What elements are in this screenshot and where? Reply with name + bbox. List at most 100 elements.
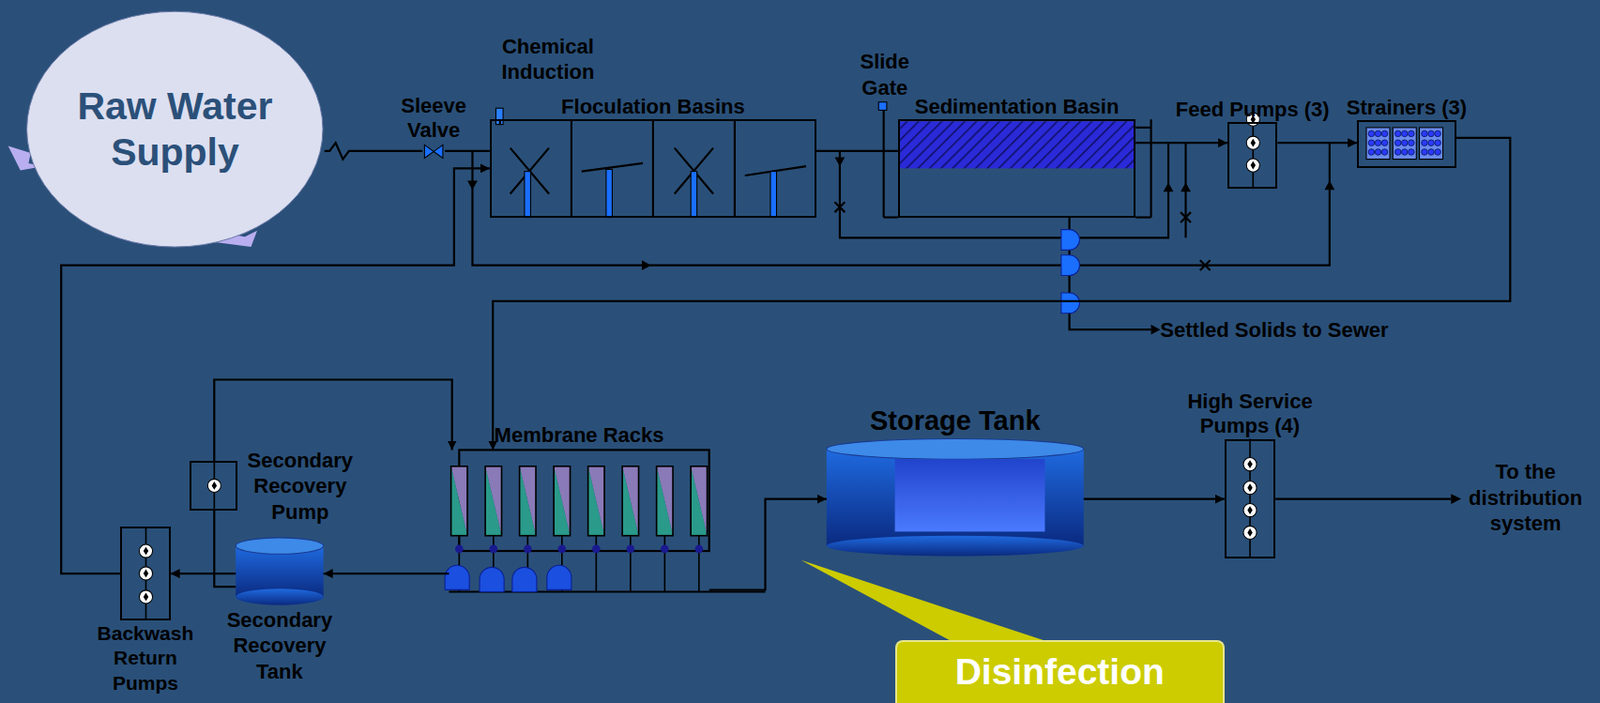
recovery-tank-cylinder (235, 588, 324, 605)
pipe-connector (1135, 141, 1228, 144)
callout-box: Disinfection (895, 640, 1225, 703)
membrane-cartridges (656, 466, 673, 536)
pipe-connector (323, 572, 450, 575)
flow-arrowheads (641, 259, 652, 271)
storage-tank-cylinder (826, 448, 1084, 546)
membrane-cartridges (625, 545, 635, 554)
node-label: Membrane Racks (494, 423, 665, 448)
pump-shafts (1251, 121, 1254, 189)
strainer-box: Strainers (3) (1356, 120, 1456, 168)
strainer-baskets (1428, 139, 1435, 147)
pump-symbols (138, 112, 1260, 604)
membrane-cartridges (698, 535, 701, 593)
strainer-baskets (1408, 130, 1416, 138)
pipe-connector (492, 137, 1510, 451)
strainer-baskets (1392, 127, 1417, 160)
floc-mixers (652, 119, 655, 217)
callout-pointer (801, 560, 1052, 643)
plant-label: To the distribution system (1460, 458, 1592, 537)
pump-symbols (212, 481, 217, 490)
pipe-crossings (1061, 292, 1081, 314)
pump-symbols (138, 544, 153, 558)
node-label: Sleeve Valve (391, 93, 476, 144)
chemical-injector (495, 107, 503, 124)
pipe-connector (816, 150, 899, 153)
plant-label: Settled Solids to Sewer (1159, 317, 1388, 344)
bypass-pipes (834, 201, 845, 213)
flow-arrowheads (834, 156, 845, 167)
storage-tank-cylinder (826, 438, 1084, 459)
strainer-baskets (1434, 149, 1442, 156)
basin-box: Sedimentation Basin (898, 119, 1136, 217)
flow-arrowheads (467, 156, 1335, 335)
pump-shafts (1249, 438, 1251, 558)
pump-symbols (207, 478, 221, 492)
membrane-cartridges (485, 466, 502, 536)
membrane-cartridges (451, 466, 468, 536)
pump-box: High Service Pumps (4) (1224, 439, 1276, 559)
floc-mixers (570, 119, 573, 217)
distribution-arrow (1275, 493, 1462, 504)
rack-pumps (444, 564, 572, 592)
membrane-cartridges (519, 466, 536, 536)
strainer-baskets (1428, 130, 1435, 138)
membrane-cartridges (664, 535, 667, 593)
flow-arrowheads (1163, 182, 1174, 193)
rack-pumps (547, 564, 572, 590)
pump-symbols (1247, 459, 1252, 469)
bypass-pipes (1069, 217, 1152, 331)
node-label: Disinfection (897, 650, 1223, 695)
membrane-cartridges (451, 466, 468, 536)
node-label: Sedimentation Basin (914, 94, 1120, 120)
node-label: Secondary Recovery Pump (241, 446, 359, 525)
membrane-cartridges (485, 466, 502, 536)
membrane-cartridges (455, 545, 464, 554)
bypass-pipes (1180, 212, 1191, 223)
floc-mixers (690, 171, 698, 218)
distribution-arrow (1450, 493, 1462, 504)
slide-gate (1149, 119, 1152, 217)
strainer-baskets (1401, 149, 1409, 156)
node-label: Strainers (3) (1346, 95, 1467, 121)
slide-gate (1135, 215, 1151, 218)
membrane-cartridges (690, 466, 707, 536)
membrane-cartridges (629, 535, 632, 593)
strainer-baskets (1374, 149, 1382, 156)
membrane-cartridges (622, 466, 639, 536)
pump-symbols (1247, 528, 1252, 537)
strainer-baskets (1368, 149, 1375, 156)
strainer-baskets (1394, 130, 1402, 138)
pipe-crossings (1061, 255, 1081, 276)
membrane-cartridges (553, 466, 570, 536)
node-label: Backwash Return Pumps (91, 621, 199, 696)
pump-symbols (1246, 136, 1260, 150)
membrane-cartridges (656, 466, 673, 536)
node-label: High Service Pumps (4) (1168, 389, 1333, 440)
rack-pumps (479, 566, 504, 592)
strainer-baskets (1421, 130, 1429, 138)
rack-frame (458, 449, 709, 551)
strainer-baskets (1408, 149, 1416, 156)
membrane-cartridges (485, 466, 502, 536)
pipe-connector (444, 150, 490, 153)
pump-symbols (1243, 502, 1257, 517)
membrane-cartridges (690, 466, 707, 536)
pipe-connector (170, 572, 237, 575)
membrane-cartridges (519, 466, 536, 536)
sleeve-valve-symbol (433, 144, 443, 158)
pump-symbols (1247, 483, 1252, 492)
floc-mixers (733, 119, 736, 217)
membrane-cartridges (451, 466, 708, 593)
node-label: Floculation Basins (561, 94, 746, 120)
pump-symbols (138, 590, 153, 604)
flow-arrowheads (1151, 324, 1161, 336)
flow-arrowheads (1324, 180, 1335, 190)
membrane-cartridges (557, 545, 566, 554)
strainer-baskets (1374, 139, 1382, 147)
node-label: Raw Water Supply (25, 82, 325, 175)
pump-symbols (143, 547, 149, 556)
node-label: Feed Pumps (3) (1175, 97, 1330, 122)
membrane-cartridges (694, 545, 703, 554)
slide-gate (1135, 126, 1151, 129)
